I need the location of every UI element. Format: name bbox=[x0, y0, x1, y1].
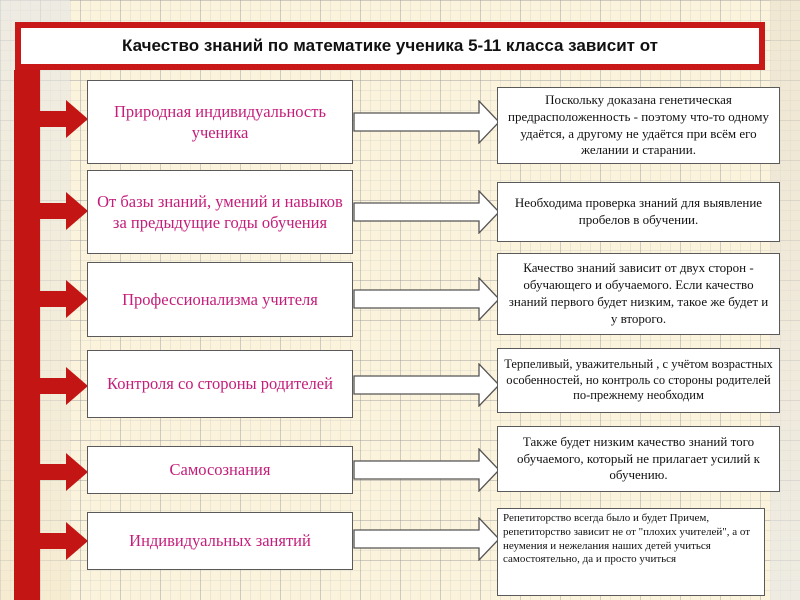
red-arrow-icon bbox=[40, 100, 88, 138]
page-title-text: Качество знаний по математике ученика 5-… bbox=[122, 36, 658, 55]
factor-box: От базы знаний, умений и навыков за пред… bbox=[87, 170, 353, 254]
factor-box: Профессионализма учителя bbox=[87, 262, 353, 337]
red-arrow-icon bbox=[40, 280, 88, 318]
red-arrow-icon bbox=[40, 367, 88, 405]
factor-label: Индивидуальных занятий bbox=[129, 531, 311, 551]
explanation-box: Необходима проверка знаний для выявление… bbox=[497, 182, 780, 242]
factor-label: Самосознания bbox=[169, 460, 271, 480]
factor-box: Индивидуальных занятий bbox=[87, 512, 353, 570]
factor-box: Самосознания bbox=[87, 446, 353, 494]
factor-label: Контроля со стороны родителей bbox=[107, 374, 333, 394]
factor-box: Контроля со стороны родителей bbox=[87, 350, 353, 418]
explanation-box: Также будет низким качество знаний того … bbox=[497, 426, 780, 492]
red-spine-bar bbox=[14, 70, 40, 600]
red-arrow-icon bbox=[40, 522, 88, 560]
outline-arrow-icon bbox=[353, 448, 500, 492]
outline-arrow-icon bbox=[353, 277, 500, 321]
factor-label: От базы знаний, умений и навыков за пред… bbox=[97, 191, 343, 232]
explanation-box: Качество знаний зависит от двух сторон -… bbox=[497, 253, 780, 335]
explanation-box: Поскольку доказана генетическая предрасп… bbox=[497, 87, 780, 164]
explanation-text: Терпеливый, уважительный , с учётом возр… bbox=[504, 357, 773, 403]
outline-arrow-icon bbox=[353, 363, 500, 407]
explanation-text: Необходима проверка знаний для выявление… bbox=[514, 195, 763, 227]
factor-label: Профессионализма учителя bbox=[122, 289, 318, 309]
page-title: Качество знаний по математике ученика 5-… bbox=[15, 22, 765, 70]
explanation-text: Поскольку доказана генетическая предрасп… bbox=[508, 91, 769, 158]
outline-arrow-icon bbox=[353, 100, 500, 144]
red-arrow-icon bbox=[40, 453, 88, 491]
explanation-box: Терпеливый, уважительный , с учётом возр… bbox=[497, 348, 780, 413]
explanation-text: Репетиторство всегда было и будет Причем… bbox=[503, 512, 751, 566]
explanation-text: Качество знаний зависит от двух сторон -… bbox=[508, 260, 769, 326]
outline-arrow-icon bbox=[353, 190, 500, 234]
outline-arrow-icon bbox=[353, 517, 500, 561]
explanation-text: Также будет низким качество знаний того … bbox=[516, 433, 760, 483]
explanation-box: Репетиторство всегда было и будет Причем… bbox=[497, 508, 765, 596]
red-arrow-icon bbox=[40, 192, 88, 230]
factor-label: Природная индивидуальность ученика bbox=[114, 101, 326, 142]
factor-box: Природная индивидуальность ученика bbox=[87, 80, 353, 164]
